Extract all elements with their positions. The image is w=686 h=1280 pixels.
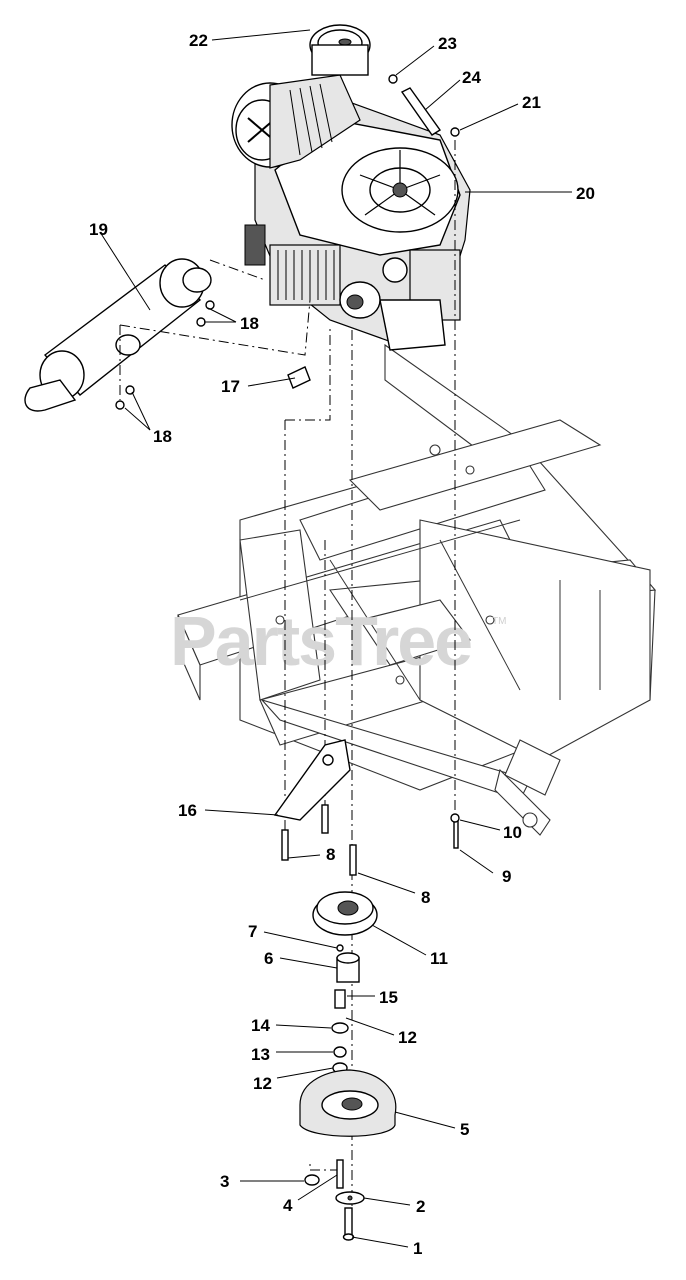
- callout-7: 7: [248, 922, 257, 941]
- callout-12a: 12: [398, 1028, 417, 1047]
- callout-24: 24: [462, 68, 481, 87]
- callout-18b: 18: [153, 427, 172, 446]
- callout-8a: 8: [326, 845, 335, 864]
- callout-6: 6: [264, 949, 273, 968]
- watermark-trademark: TM: [492, 616, 506, 627]
- watermark: PartsTree TM: [170, 602, 506, 680]
- callout-12b: 12: [253, 1074, 272, 1093]
- callout-14: 14: [251, 1016, 270, 1035]
- muffler: [24, 258, 212, 412]
- callout-22: 22: [189, 31, 208, 50]
- callout-16: 16: [178, 801, 197, 820]
- engine: [231, 24, 471, 351]
- callout-20: 20: [576, 184, 595, 203]
- watermark-text: PartsTree: [170, 602, 471, 680]
- callout-leaders: [99, 29, 572, 1248]
- callout-17: 17: [221, 377, 240, 396]
- callout-18a: 18: [240, 314, 259, 333]
- callout-1: 1: [413, 1239, 422, 1258]
- tractor-frame: [177, 343, 657, 836]
- callout-3: 3: [220, 1172, 229, 1191]
- callout-2: 2: [416, 1197, 425, 1216]
- callout-21: 21: [522, 93, 541, 112]
- callout-5: 5: [460, 1120, 469, 1139]
- callout-labels: 1 2 3 4 5 6 7 8 8 9 10 11 12 12 13 14 15…: [89, 31, 595, 1258]
- callout-13: 13: [251, 1045, 270, 1064]
- callout-8b: 8: [421, 888, 430, 907]
- callout-23: 23: [438, 34, 457, 53]
- callout-19: 19: [89, 220, 108, 239]
- callout-9: 9: [502, 867, 511, 886]
- callout-15: 15: [379, 988, 398, 1007]
- callout-4: 4: [283, 1196, 293, 1215]
- lower-drive-parts: [273, 739, 460, 1241]
- callout-11: 11: [430, 949, 448, 968]
- fasteners-top: [115, 74, 460, 410]
- callout-10: 10: [503, 823, 522, 842]
